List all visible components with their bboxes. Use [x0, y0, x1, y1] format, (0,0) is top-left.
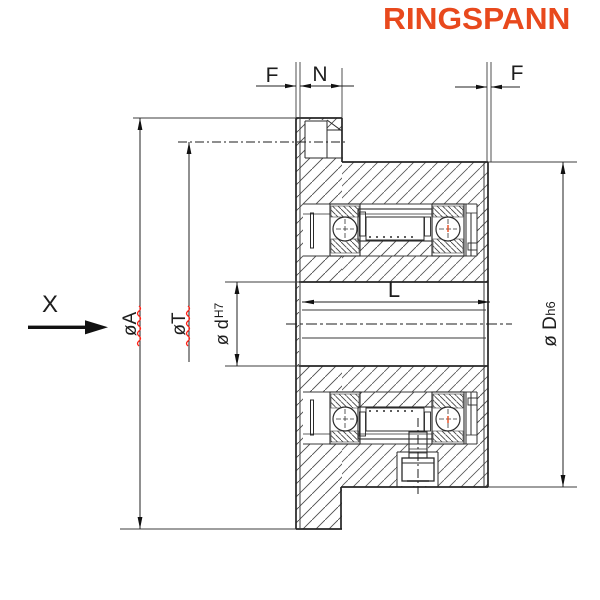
- extension-lines: [120, 62, 577, 530]
- dim-label-f-left: F: [266, 64, 279, 87]
- squiggle-marks: [136, 305, 191, 347]
- left-cover-details: [303, 212, 330, 436]
- squiggle-dia-a: [136, 305, 142, 347]
- right-cover-details: [465, 204, 478, 444]
- bolt-hole: [304, 119, 343, 159]
- sprag-cage-upper: [357, 208, 433, 242]
- dim-label-dia-big-d: ø Dh6: [540, 301, 561, 347]
- bearing-lower-left: [329, 391, 361, 445]
- dim-label-f-right: F: [511, 62, 524, 85]
- sprag-dots: [369, 410, 413, 412]
- dim-label-dia-a: øA: [120, 312, 141, 337]
- sprag-dots: [369, 236, 413, 238]
- bearing-upper-right: [431, 203, 465, 257]
- inner-ring-tracks: [358, 204, 488, 444]
- ringspann-logo: RINGSPANN: [383, 1, 571, 36]
- view-arrow-head: [85, 320, 108, 335]
- dim-label-dia-d: ø dH7: [212, 302, 232, 345]
- centerlines: [178, 141, 512, 494]
- view-arrow-x: [28, 320, 108, 335]
- view-label-x: X: [42, 291, 58, 318]
- sprag-cage-lower: [357, 406, 433, 440]
- bearing-upper-left: [329, 203, 361, 257]
- bearing-lower-right: [431, 391, 465, 445]
- dim-label-n: N: [312, 63, 327, 86]
- dimension-arrows: [137, 83, 566, 529]
- squiggle-dia-t: [185, 305, 191, 347]
- dim-label-dia-t: øT: [169, 312, 190, 336]
- dim-label-l: L: [388, 277, 400, 302]
